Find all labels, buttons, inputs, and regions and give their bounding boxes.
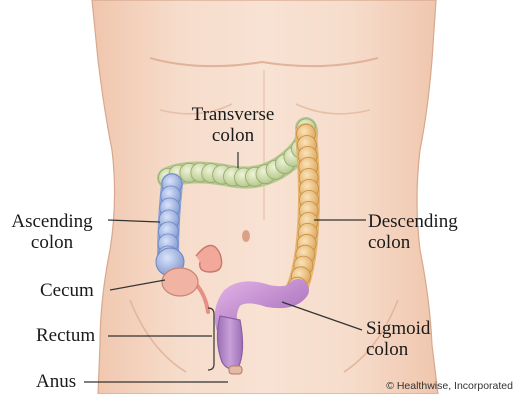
label-line: Anus bbox=[36, 371, 76, 392]
label-line: colon bbox=[178, 125, 288, 146]
label-line: Sigmoid bbox=[366, 318, 430, 339]
label-line: Rectum bbox=[36, 325, 95, 346]
label-ascending-colon: Ascending colon bbox=[0, 211, 104, 253]
label-transverse-colon: Transverse colon bbox=[178, 104, 288, 146]
label-line: Transverse bbox=[178, 104, 288, 125]
copyright-credit: © Healthwise, Incorporated bbox=[386, 380, 513, 392]
label-line: colon bbox=[366, 339, 430, 360]
label-cecum: Cecum bbox=[40, 280, 94, 301]
label-line: Descending bbox=[368, 211, 458, 232]
label-line: colon bbox=[0, 232, 104, 253]
cecum-pouch bbox=[162, 268, 198, 296]
navel bbox=[242, 230, 250, 242]
label-line: Cecum bbox=[40, 280, 94, 301]
label-rectum: Rectum bbox=[36, 325, 95, 346]
rectum-body bbox=[217, 316, 242, 369]
label-anus: Anus bbox=[36, 371, 76, 392]
label-sigmoid-colon: Sigmoid colon bbox=[366, 318, 430, 360]
label-line: colon bbox=[368, 232, 458, 253]
anus bbox=[229, 366, 242, 374]
label-line: Ascending bbox=[0, 211, 104, 232]
label-descending-colon: Descending colon bbox=[368, 211, 458, 253]
